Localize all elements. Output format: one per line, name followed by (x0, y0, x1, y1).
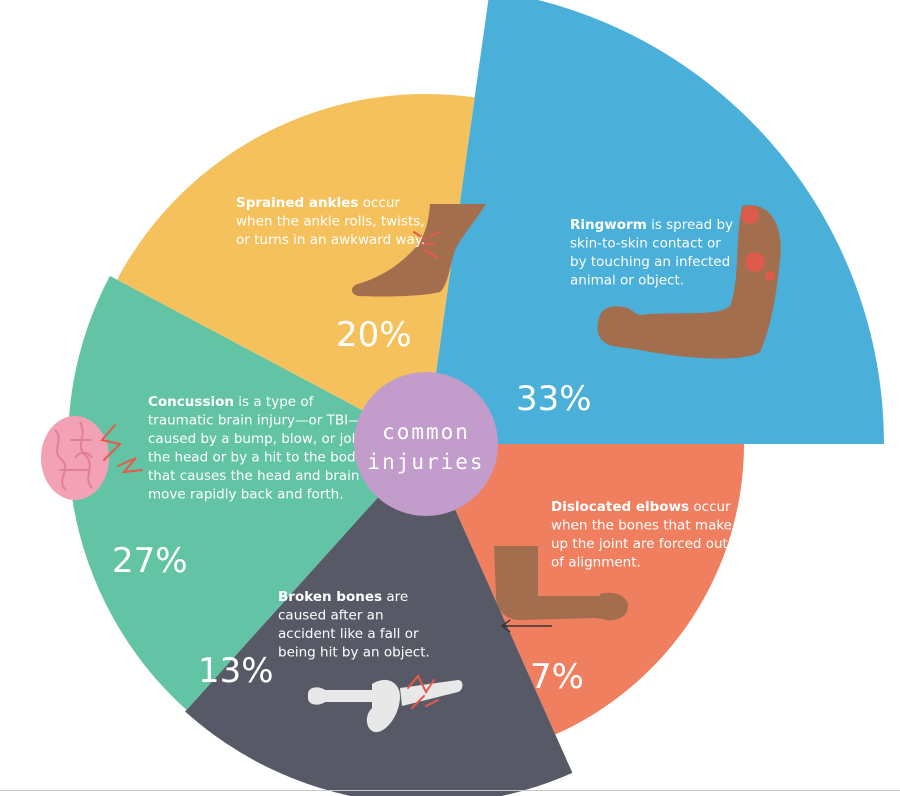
bones-description-line: caused after an (278, 608, 384, 624)
bone-shaft-right (400, 680, 463, 706)
concussion-percent: 27% (112, 541, 188, 581)
bones-description: Broken bones are caused after an accident … (278, 589, 430, 661)
concussion-description-line: is a type of (234, 394, 315, 410)
bones-description-line: accident like a fall or (278, 626, 419, 642)
bone-shaft-left (308, 687, 380, 705)
ringworm-description-line: is spread by (647, 217, 733, 233)
broken-bone-icon (308, 674, 463, 733)
elbow-hand (600, 592, 628, 621)
ankles-description-line: occur (358, 195, 400, 211)
elbow-upper-arm (494, 546, 622, 620)
concussion-description: Concussion is a type of traumatic brain i… (148, 394, 379, 503)
concussion-description-line: caused by a bump, blow, or jolt to (148, 431, 379, 447)
bones-percent: 13% (198, 651, 274, 691)
brain-icon (41, 416, 143, 500)
ankles-description: Sprained ankles occur when the ankle roll… (236, 195, 425, 248)
ankles-percent: 20% (336, 315, 412, 355)
slice-percentages: 33% 7% 13% 27% 20% (112, 315, 592, 697)
ankles-description-line: when the ankle rolls, twists, (236, 214, 425, 230)
ankle-leg (352, 204, 486, 297)
bone-joint (366, 679, 400, 733)
concussion-description-line: that causes the head and brain to (148, 468, 377, 484)
arm-ringworm-icon (597, 205, 781, 359)
brain-jolt-marks (100, 424, 143, 474)
elbows-description-line: up the joint are forced out (551, 536, 728, 552)
wedge-ankles (117, 94, 475, 444)
wedge-elbows (426, 444, 744, 735)
concussion-description-line: traumatic brain injury—or TBI— (148, 413, 362, 429)
brain-folds (54, 421, 93, 491)
ringworm-description-line: animal or object. (570, 273, 684, 289)
elbow-arrow-head (500, 619, 511, 633)
ankle-icon (352, 204, 486, 297)
center-title-line-2: injuries (367, 450, 484, 474)
ringworm-term: Ringworm (570, 217, 647, 233)
slice-descriptions: Ringworm is spread by skin-to-skin contac… (148, 195, 733, 661)
elbows-description-line: of alignment. (551, 555, 641, 571)
wedge-concussion (68, 275, 426, 710)
center-circle (354, 372, 498, 516)
elbows-description-line: occur (689, 499, 731, 515)
elbows-description: Dislocated elbows occur when the bones th… (551, 499, 732, 571)
ankles-term: Sprained ankles (236, 195, 358, 211)
elbows-description-line: when the bones that make (551, 518, 732, 534)
ringworm-description-line: by touching an infected (570, 254, 730, 270)
bones-description-line: are (382, 589, 408, 605)
elbows-term: Dislocated elbows (551, 499, 689, 515)
concussion-description-line: the head or by a hit to the body (148, 450, 364, 466)
wedge-ringworm (426, 0, 884, 444)
concussion-term: Concussion (148, 394, 234, 410)
ringworm-description-line: skin-to-skin contact or (570, 236, 721, 252)
wedge-bones (185, 444, 573, 796)
arm-upper (606, 205, 781, 359)
arm-fist (597, 306, 640, 350)
chart-wedges (68, 0, 884, 796)
bones-term: Broken bones (278, 589, 382, 605)
bone-fracture-marks (407, 674, 439, 709)
elbows-percent: 7% (530, 657, 584, 697)
bottom-rule (0, 790, 900, 791)
ringworm-percent: 33% (516, 379, 592, 419)
bones-description-line: being hit by an object. (278, 645, 430, 661)
center-title-line-1: common (382, 420, 470, 444)
concussion-description-line: move rapidly back and forth. (148, 487, 344, 503)
ankles-description-line: or turns in an awkward way. (236, 232, 425, 248)
elbow-icon (494, 546, 628, 633)
ringworm-description: Ringworm is spread by skin-to-skin contac… (570, 217, 733, 289)
ankle-sprain-marks (413, 231, 441, 259)
